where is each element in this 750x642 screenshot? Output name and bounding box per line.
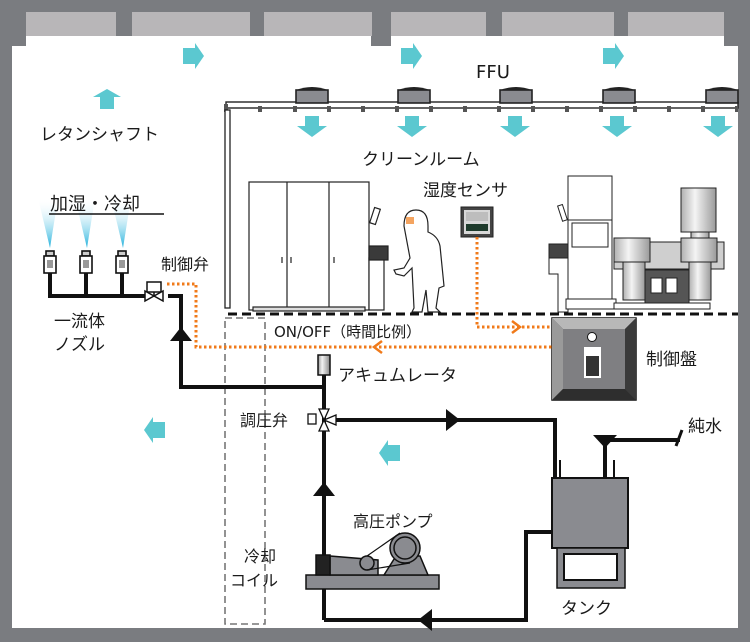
- nozzle-spray: [38, 198, 131, 248]
- label-return-shaft: レタンシャフト: [40, 125, 159, 145]
- airflow-arrow-up: [93, 89, 121, 109]
- cooling-coil-outline: [224, 317, 266, 625]
- label-humidify-cool: 加湿・冷却: [50, 194, 140, 215]
- label-pure-water: 純水: [688, 417, 722, 437]
- process-machine: [548, 175, 725, 313]
- label-control-panel: 制御盤: [646, 350, 697, 370]
- nozzle: [115, 250, 129, 274]
- high-pressure-pump: [305, 532, 440, 590]
- control-panel: [551, 317, 637, 401]
- ffu-unit: [499, 87, 533, 104]
- signal-direction-arrows: [371, 320, 523, 354]
- flow-arrowheads: [170, 327, 617, 631]
- nozzle: [79, 250, 93, 274]
- label-control-valve: 制御弁: [161, 255, 209, 274]
- tank: [551, 460, 629, 589]
- single-fluid-nozzles: [43, 250, 129, 274]
- label-clean-room: クリーンルーム: [362, 150, 480, 170]
- airflow-arrows: [93, 43, 733, 466]
- nozzle: [43, 250, 57, 274]
- label-pressure-valve: 調圧弁: [240, 411, 288, 430]
- label-nozzle-line1: 一流体: [54, 312, 105, 332]
- airflow-arrow-left: [144, 417, 165, 443]
- label-accumulator: アキュムレータ: [338, 366, 457, 386]
- label-tank: タンク: [561, 599, 612, 619]
- ffu-downflow-arrows: [297, 116, 733, 137]
- airflow-arrow-right: [183, 43, 204, 69]
- airflow-arrow-right: [401, 43, 422, 69]
- control-valve: [144, 281, 164, 303]
- label-cooling-coil-line1: 冷却: [244, 547, 276, 566]
- pressure-regulating-valve: [307, 408, 337, 432]
- ffu-unit: [602, 87, 636, 104]
- labels: FFU レタンシャフト クリーンルーム 加湿・冷却 湿度センサ 制御弁 一流体 …: [40, 62, 722, 619]
- ffu-unit: [705, 87, 739, 104]
- label-humidity-sensor: 湿度センサ: [423, 181, 508, 201]
- operator-figure: [393, 209, 445, 313]
- ffu-units: [295, 87, 739, 104]
- label-nozzle-line2: ノズル: [54, 335, 105, 355]
- airflow-arrow-right: [603, 43, 624, 69]
- accumulator: [317, 354, 331, 376]
- label-cooling-coil-line2: コイル: [230, 571, 278, 590]
- pure-water-inlet-mark: [674, 429, 684, 447]
- label-ffu: FFU: [476, 62, 510, 83]
- airflow-arrow-left: [379, 440, 400, 466]
- ffu-unit: [295, 87, 329, 104]
- label-high-pressure-pump: 高圧ポンプ: [353, 512, 433, 531]
- humidity-sensor: [460, 206, 494, 238]
- process-equipment-cabinet: [248, 181, 389, 312]
- ffu-unit: [397, 87, 431, 104]
- label-on-off-signal: ON/OFF（時間比例）: [274, 323, 421, 341]
- ceiling-grid: [224, 101, 739, 309]
